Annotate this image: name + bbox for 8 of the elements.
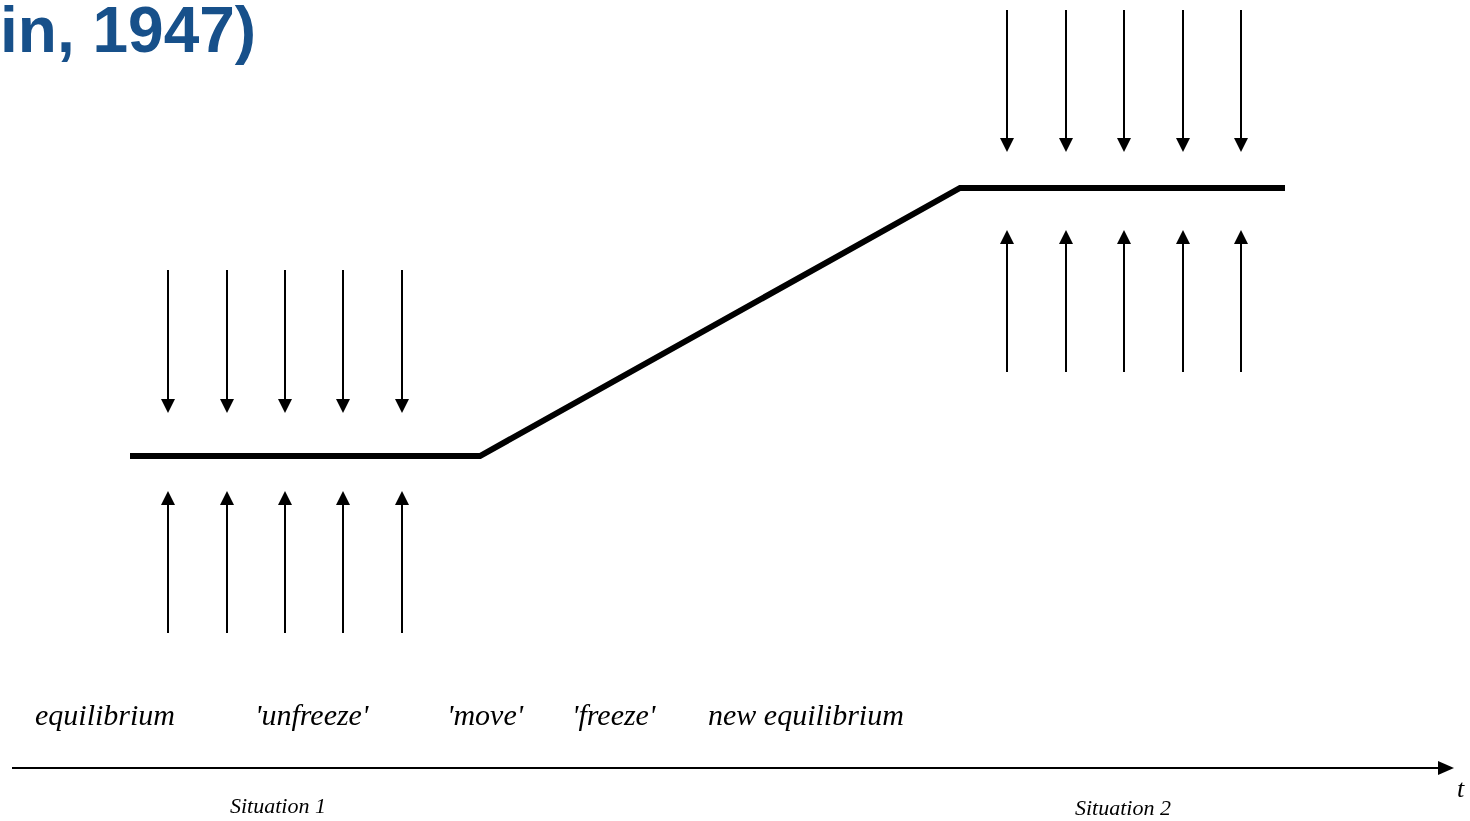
situation-label: Situation 1 xyxy=(230,794,326,819)
stage-label: 'unfreeze' xyxy=(255,698,369,731)
stage-label: 'freeze' xyxy=(572,698,656,731)
axis-label: t xyxy=(1457,775,1465,804)
situation-label: Situation 2 xyxy=(1075,796,1171,821)
stage-label: equilibrium xyxy=(35,698,175,731)
stage-label: 'move' xyxy=(447,698,524,731)
stage-label: new equilibrium xyxy=(708,698,904,731)
